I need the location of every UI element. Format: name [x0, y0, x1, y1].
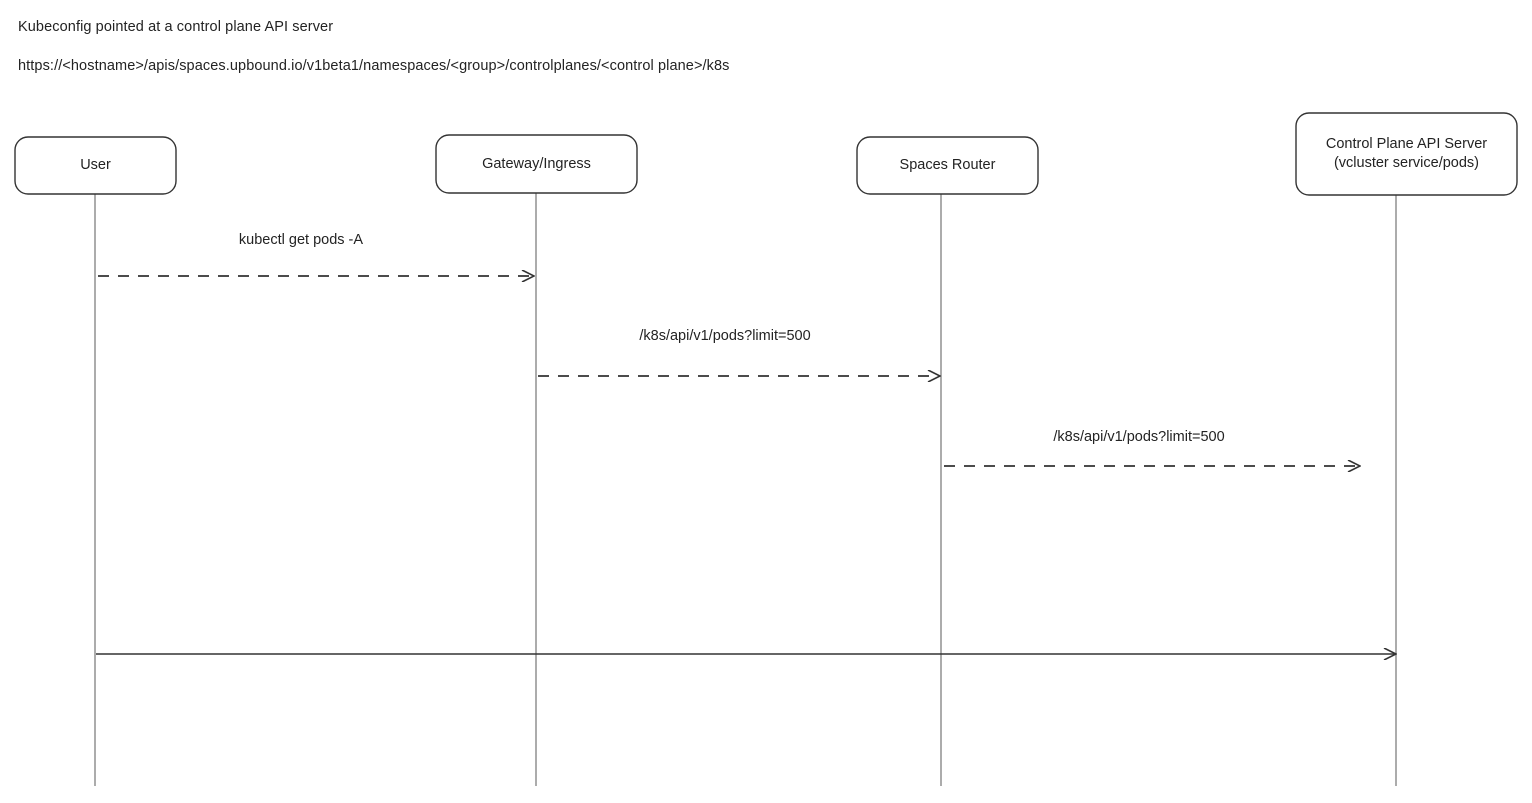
- page-title: Kubeconfig pointed at a control plane AP…: [18, 19, 334, 35]
- participant-box-spaces-router[interactable]: [856, 136, 1039, 195]
- participant-box-user[interactable]: [14, 136, 177, 195]
- participant-box-control-plane-api-server[interactable]: [1295, 112, 1518, 196]
- message-arrows-group: [96, 276, 1396, 654]
- participant-box-gateway[interactable]: [435, 134, 638, 194]
- api-server-url: https://<hostname>/apis/spaces.upbound.i…: [18, 58, 730, 74]
- lifelines-group: [94, 193, 1397, 786]
- participant-boxes-group: [14, 112, 1518, 196]
